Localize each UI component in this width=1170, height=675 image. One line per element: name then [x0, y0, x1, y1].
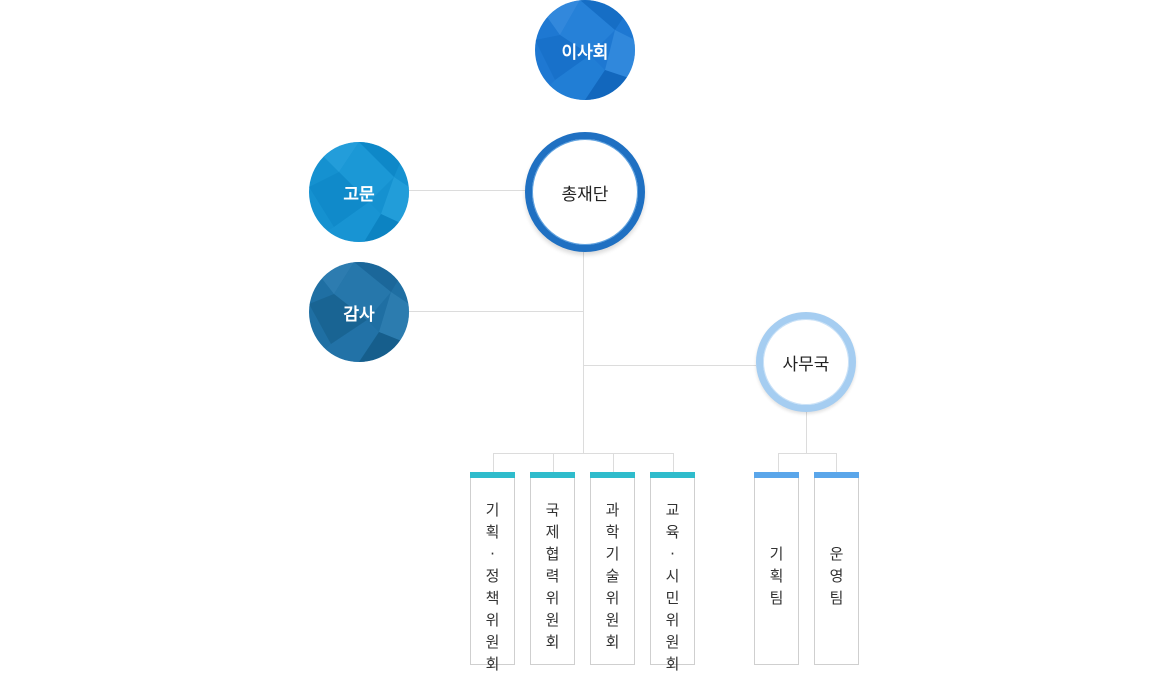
- committee-accent-bar: [530, 472, 575, 478]
- team-accent-bar: [814, 472, 859, 478]
- connector-committee-3: [613, 453, 614, 472]
- committee-accent-bar: [470, 472, 515, 478]
- team-label: 운영팀: [829, 545, 844, 607]
- connector-secretariat-down: [806, 412, 807, 453]
- polygon-pattern: [309, 262, 409, 362]
- committee-label: 과학기술위원회: [605, 501, 620, 651]
- committee-box: 교육 · 시민위원회: [650, 472, 695, 673]
- auditor-label: 감사: [343, 304, 375, 325]
- polygon-pattern: [535, 0, 635, 100]
- team-box: 기획팀: [754, 472, 799, 665]
- connector-team-1: [778, 453, 779, 472]
- board-node: 이사회: [535, 0, 635, 100]
- committee-box: 국제협력위원회: [530, 472, 575, 665]
- president-node: 총재단: [525, 132, 645, 252]
- committee-accent-bar: [650, 472, 695, 478]
- board-label: 이사회: [561, 42, 609, 63]
- committee-label: 국제협력위원회: [545, 501, 560, 651]
- connector-secretariat: [584, 365, 756, 366]
- secretariat-label: 사무국: [782, 354, 830, 375]
- committee-label: 기획 · 정책위원회: [485, 501, 500, 673]
- team-accent-bar: [754, 472, 799, 478]
- committee-label: 교육 · 시민위원회: [665, 501, 680, 673]
- connector-team-bus: [778, 453, 837, 454]
- team-box: 운영팀: [814, 472, 859, 665]
- auditor-node: 감사: [309, 262, 409, 362]
- connector-committee-2: [553, 453, 554, 472]
- connector-advisor: [408, 190, 528, 191]
- team-label: 기획팀: [769, 545, 784, 607]
- committee-accent-bar: [590, 472, 635, 478]
- president-label: 총재단: [561, 184, 609, 205]
- committee-box: 과학기술위원회: [590, 472, 635, 665]
- secretariat-node: 사무국: [756, 312, 856, 412]
- connector-trunk: [583, 252, 584, 453]
- connector-committee-4: [673, 453, 674, 472]
- advisor-node: 고문: [309, 142, 409, 242]
- connector-committee-1: [493, 453, 494, 472]
- advisor-label: 고문: [343, 184, 375, 205]
- connector-committee-bus: [493, 453, 674, 454]
- connector-team-2: [836, 453, 837, 472]
- connector-auditor: [408, 311, 584, 312]
- committee-box: 기획 · 정책위원회: [470, 472, 515, 673]
- polygon-pattern: [309, 142, 409, 242]
